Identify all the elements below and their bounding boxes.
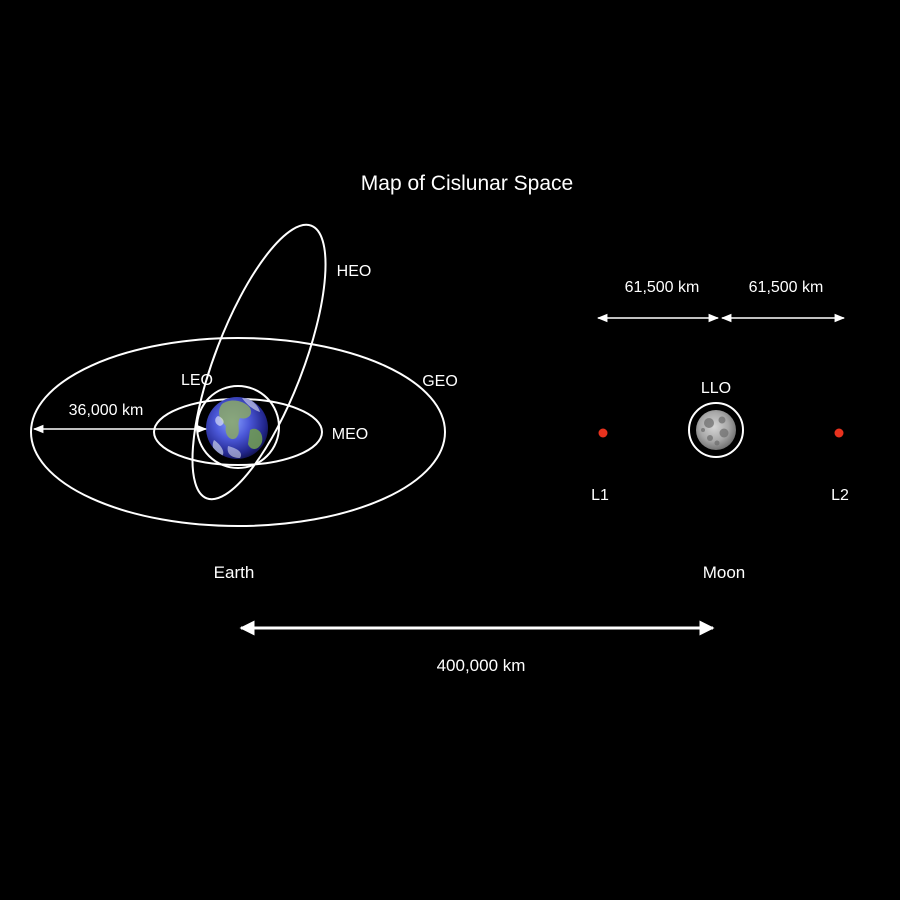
earth-moon-distance-label: 400,000 km bbox=[437, 656, 526, 675]
llo-label: LLO bbox=[701, 380, 731, 397]
l2-label: L2 bbox=[831, 487, 849, 504]
meo-label: MEO bbox=[332, 426, 368, 443]
heo-orbit bbox=[191, 223, 327, 501]
moon-l2-distance-label: 61,500 km bbox=[749, 279, 824, 296]
geo-label: GEO bbox=[422, 373, 458, 390]
geo-radius-label: 36,000 km bbox=[69, 402, 144, 419]
leo-label: LEO bbox=[181, 372, 213, 389]
l1-label: L1 bbox=[591, 487, 609, 504]
heo-label: HEO bbox=[337, 263, 372, 280]
moon-label: Moon bbox=[703, 563, 746, 582]
earth-globe bbox=[206, 397, 268, 459]
moon-l1-distance-label: 61,500 km bbox=[625, 279, 700, 296]
l1-point bbox=[598, 428, 608, 438]
l2-point bbox=[834, 428, 844, 438]
moon-globe bbox=[696, 410, 736, 450]
llo-orbit bbox=[688, 402, 744, 458]
diagram-title: Map of Cislunar Space bbox=[361, 172, 573, 195]
geo-orbit bbox=[30, 337, 446, 527]
earth-label: Earth bbox=[214, 563, 255, 582]
